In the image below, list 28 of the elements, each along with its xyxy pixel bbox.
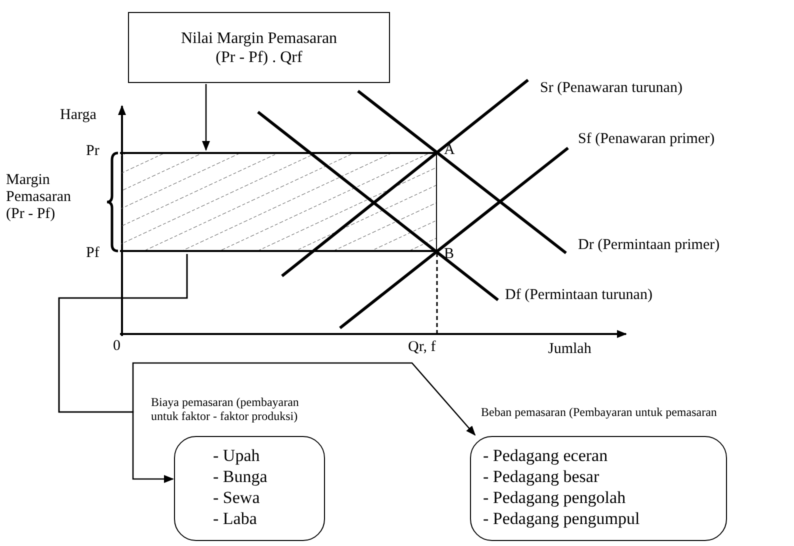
- box-heading: Biaya pemasaran (pembayaran untuk faktor - faktor produksi): [151, 395, 300, 423]
- tick-label: Pr: [86, 143, 100, 160]
- box-heading: Beban pemasaran (Pembayaran untuk pemasaran: [481, 405, 718, 419]
- list-item: - Upah: [213, 445, 260, 466]
- curve-label: Sf (Penawaran primer): [578, 131, 715, 148]
- curve-label: Df (Permintaan turunan): [505, 287, 652, 304]
- list-item: - Bunga: [213, 466, 268, 487]
- arrow: [202, 84, 210, 151]
- list-item: - Laba: [213, 508, 257, 529]
- tick-label: Qr, f: [408, 339, 436, 356]
- list-item: - Pedagang pengolah: [483, 487, 626, 508]
- point-label: B: [444, 246, 454, 263]
- point-label: A: [444, 142, 455, 159]
- list-item: - Sewa: [213, 487, 260, 508]
- bracket-label: Margin Pemasaran (Pr - Pf): [6, 172, 72, 223]
- tick-label: Pf: [86, 245, 100, 262]
- axis-label: Jumlah: [548, 341, 592, 358]
- label-box: [128, 12, 390, 83]
- list-item: - Pedagang besar: [483, 466, 600, 487]
- axis-label: Harga: [60, 107, 96, 124]
- curve-label: Dr (Permintaan primer): [578, 237, 720, 254]
- list-item: - Pedagang pengumpul: [483, 508, 640, 529]
- curve-label: Sr (Penawaran turunan): [540, 80, 682, 97]
- hatched-area: [120, 152, 437, 252]
- box-text: Nilai Margin Pemasaran (Pr - Pf) . Qrf: [180, 28, 338, 66]
- list-item: - Pedagang eceran: [483, 445, 608, 466]
- tick-label: 0: [113, 338, 120, 355]
- arrow: [58, 254, 476, 436]
